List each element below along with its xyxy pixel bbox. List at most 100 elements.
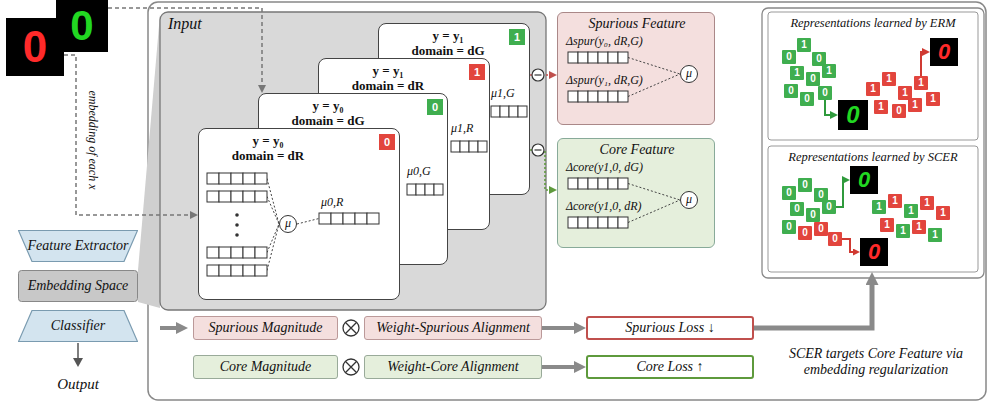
input-panel: Inputy = y₁domain = dGμ1,G1y = y₁domain … (160, 12, 546, 310)
product-arrow (542, 326, 579, 330)
node-text: 1 (514, 32, 520, 43)
node-text: domain = dR (213, 148, 323, 164)
minus-symbol (532, 144, 544, 156)
sample-square: 0 (828, 232, 842, 246)
node-text: 1 (801, 40, 807, 50)
node-text: domain = dR (333, 78, 443, 94)
shift-arrow (825, 100, 833, 115)
node-text: 0 (868, 241, 880, 263)
digit-image: 0 (838, 100, 868, 130)
embedding-link (64, 55, 193, 215)
node-text: y = y₁ (333, 63, 443, 79)
node-text: 0 (23, 25, 47, 69)
node-text: Feature Extractor (28, 238, 129, 254)
sample-square: 0 (782, 186, 796, 200)
node-text: Spurious Feature (558, 16, 716, 32)
input-arrow (160, 326, 178, 330)
term-box: Weight-Spurious Alignment (364, 316, 542, 340)
sample-square: 1 (920, 196, 934, 210)
node-text: 1 (932, 230, 938, 240)
output-arrow (77, 343, 79, 360)
node-text: μ0,R (321, 195, 343, 210)
sample-square: 0 (798, 178, 812, 192)
node-text: 0 (818, 224, 824, 234)
term-box: Core Magnitude (193, 355, 338, 379)
feature-extractor: Feature Extractor (18, 230, 138, 262)
digit-image: 0 (930, 38, 958, 66)
sample-square: 1 (888, 194, 902, 208)
sample-square: 1 (914, 76, 928, 90)
embedding-space: Embedding Space (18, 270, 138, 302)
node-text: Core Loss ↑ (636, 359, 703, 375)
node-text: Representations learned by ERM (768, 16, 978, 30)
node-text: 0 (810, 210, 816, 220)
shift-arrow (842, 239, 856, 252)
node-text: domain = dG (393, 43, 503, 59)
sample-square: 1 (896, 224, 910, 238)
node-text: 1 (826, 66, 832, 76)
sample-square: 1 (912, 220, 926, 234)
node-text: Weight-Spurious Alignment (376, 320, 530, 336)
node-text: 1 (940, 208, 946, 218)
output-arrowhead (73, 358, 83, 367)
node-text: 0 (858, 169, 870, 191)
sample-square: 0 (784, 84, 798, 98)
node-text: 0 (786, 188, 792, 198)
node-text: Weight-Core Alignment (387, 359, 518, 375)
node-text: 1 (870, 84, 876, 94)
embedding-link (108, 8, 262, 88)
node-text: Δspur(y₁, dR,G) (566, 73, 643, 88)
shift-arrow (921, 52, 925, 76)
group-card: y = y₀domain = dR μ0,R 0 μ (198, 128, 400, 300)
input-panel-outline (160, 12, 546, 310)
sample-square: 1 (880, 218, 894, 232)
sample-square: 1 (872, 200, 886, 214)
node-text: μ1,R (451, 121, 473, 136)
node-text: Δcore(y1,0, dG) (566, 160, 643, 175)
sample-square: 0 (806, 208, 820, 222)
multiply-symbol (343, 359, 359, 375)
node-text: Classifier (51, 318, 105, 334)
node-text: 0 (846, 103, 859, 127)
node-text: 1 (902, 88, 908, 98)
node-text: 0 (896, 106, 902, 116)
sample-square: 0 (822, 200, 836, 214)
spurious-feature-box: Spurious FeatureΔspur(y₀, dR,G)Δspur(y₁,… (557, 12, 715, 125)
sample-square: 0 (814, 222, 828, 236)
node-text: 0 (788, 86, 794, 96)
results-panel (762, 8, 984, 278)
node-text: y = y₀ (213, 133, 323, 149)
node-text: 0 (384, 137, 390, 148)
term-box: Spurious Magnitude (193, 316, 338, 340)
caption-note: SCER targets Core Feature via embedding … (782, 346, 970, 378)
node-text: 0 (794, 204, 800, 214)
class-badge: 1 (509, 29, 525, 45)
node-text: Core Magnitude (220, 359, 312, 375)
loss-box: Core Loss ↑ (586, 355, 754, 379)
multiply-symbol (343, 320, 359, 336)
node-text: 1 (886, 74, 892, 84)
node-text: 0 (70, 5, 93, 47)
sample-square: 1 (797, 38, 811, 52)
erm-panel-outline (768, 12, 978, 140)
node-text: Spurious Loss ↓ (625, 320, 714, 336)
sample-square: 1 (926, 92, 940, 106)
class-badge: 1 (469, 64, 485, 80)
node-text: 1 (930, 94, 936, 104)
node-text: 0 (786, 222, 792, 232)
classifier: Classifier (18, 310, 138, 342)
core-difference-link (530, 150, 552, 190)
mean-operator: μ (279, 215, 297, 233)
sample-square: 0 (782, 220, 796, 234)
class-badge: 0 (379, 134, 395, 150)
sample-square: 1 (866, 82, 880, 96)
node-text: 1 (908, 206, 914, 216)
node-text: 1 (912, 100, 918, 110)
sample-square: 1 (936, 206, 950, 220)
sample-square: 1 (790, 66, 804, 80)
node-text: μ (285, 217, 291, 231)
sample-square: 0 (790, 202, 804, 216)
node-text: y = y₀ (273, 98, 383, 114)
node-text: 0 (822, 88, 828, 98)
